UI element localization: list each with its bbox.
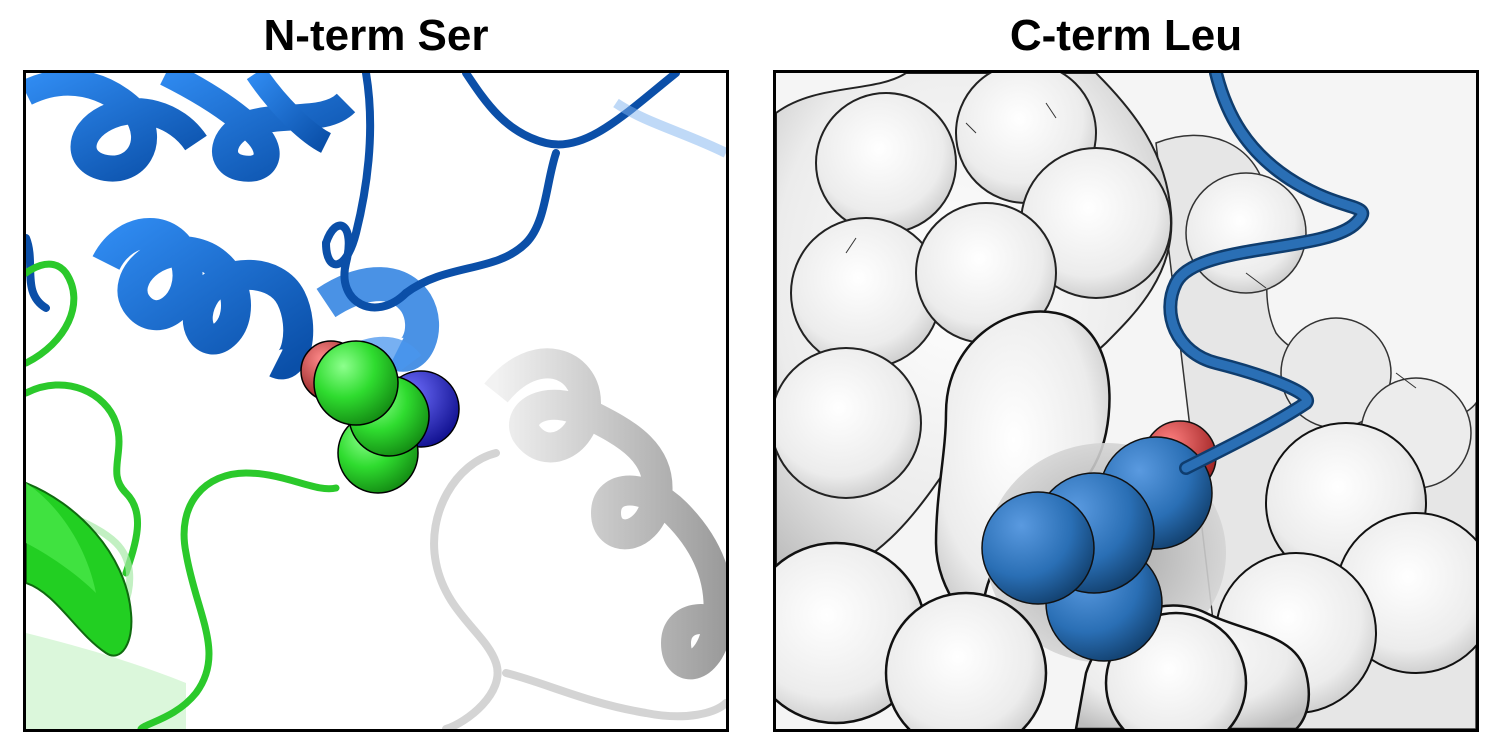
n-term-ser-ribbon-image xyxy=(26,73,726,729)
c-term-leu-surface-image xyxy=(776,73,1476,729)
blue-helix-top xyxy=(26,73,356,182)
panel-title-n-term-ser: N-term Ser xyxy=(263,11,489,60)
gray-loop xyxy=(430,449,726,729)
leu-spheres xyxy=(981,420,1217,662)
n-term-ser-structure-panel xyxy=(23,70,729,732)
surface-crease-lines xyxy=(845,102,1417,389)
blue-loop xyxy=(26,73,680,312)
ser-carbon-sphere-1 xyxy=(313,340,399,426)
green-sheet-highlight xyxy=(26,483,96,593)
surface-upper-lobes xyxy=(776,73,1173,595)
faded-green-sheet xyxy=(26,633,186,729)
leu-carbon-sphere-4 xyxy=(981,491,1095,605)
panel-title-c-term-leu: C-term Leu xyxy=(1009,11,1243,60)
leu-backbone-tube xyxy=(1163,73,1370,475)
c-term-leu-structure-panel xyxy=(773,70,1479,732)
gray-helix xyxy=(484,348,726,680)
ser-spheres xyxy=(300,340,460,494)
faded-blue-loop xyxy=(613,98,726,158)
green-loop xyxy=(26,260,340,729)
